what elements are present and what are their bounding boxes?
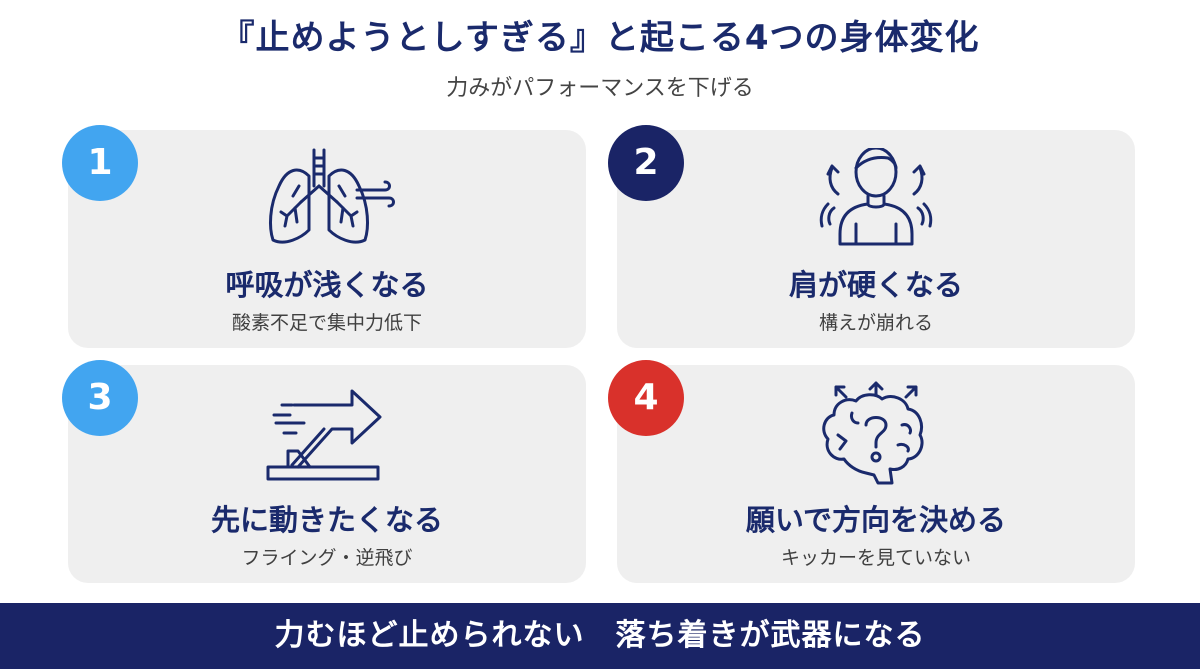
lungs-icon [257,146,397,250]
page-title: 『止めようとしすぎる』と起こる4つの身体変化 [220,18,980,58]
card-title: 呼吸が浅くなる [225,268,429,302]
card-title: 先に動きたくなる [210,503,443,537]
tense-shoulders-icon [816,146,936,252]
card-false-start: 先に動きたくなる フライング・逆飛び [68,365,586,583]
card-direction-guess: 願いで方向を決める キッカーを見ていない [617,365,1135,583]
card-subtitle: フライング・逆飛び [241,547,413,569]
card-title: 肩が硬くなる [788,268,963,302]
number-badge-1: 1 [62,125,138,201]
number-badge-2: 2 [608,125,684,201]
card-title: 願いで方向を決める [745,503,1007,537]
brain-question-icon [816,379,936,493]
number-badge-4: 4 [608,360,684,436]
number-badge-3: 3 [62,360,138,436]
card-subtitle: 酸素不足で集中力低下 [231,312,422,334]
card-breathing: 呼吸が浅くなる 酸素不足で集中力低下 [68,130,586,348]
conclusion-banner: 力むほど止められない 落ち着きが武器になる [0,603,1200,669]
card-subtitle: 構えが崩れる [818,312,933,334]
page-subtitle: 力みがパフォーマンスを下げる [446,76,754,101]
card-subtitle: キッカーを見ていない [780,547,971,569]
false-start-arrow-icon [262,387,392,491]
card-shoulders: 肩が硬くなる 構えが崩れる [617,130,1135,348]
